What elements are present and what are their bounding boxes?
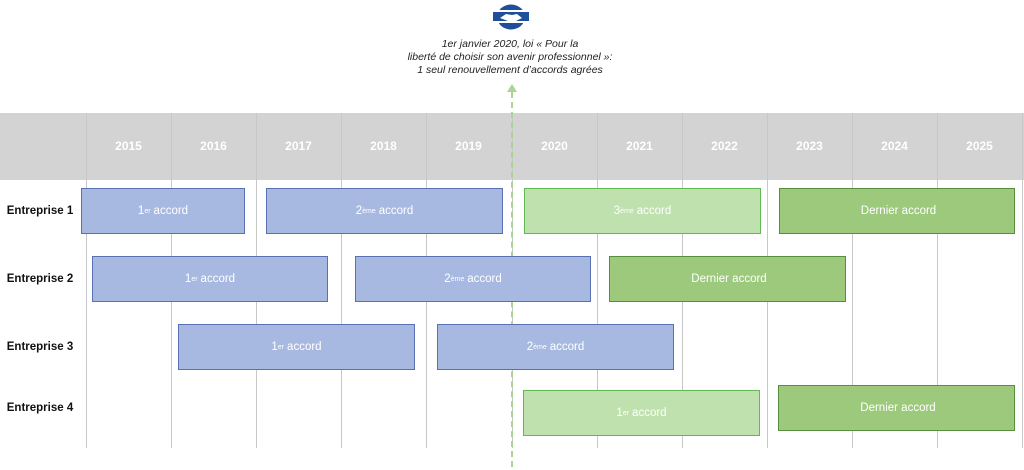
company-label: Entreprise 3: [6, 341, 74, 353]
year-label: 2021: [626, 139, 653, 153]
bar-number: 1: [271, 341, 278, 353]
bar-number: 1: [616, 407, 623, 419]
grid-line: [852, 113, 853, 448]
bar-text: accord: [632, 407, 667, 419]
year-label: 2017: [285, 139, 312, 153]
agreement-bar: Dernier accord: [609, 256, 846, 302]
bar-number: 2: [526, 341, 534, 353]
bar-text: accord: [153, 205, 189, 217]
year-label: 2024: [881, 139, 908, 153]
bar-text: accord: [287, 341, 322, 353]
year-label: 2025: [966, 139, 993, 153]
bar-number: 1: [137, 205, 145, 217]
bar-ordinal: er: [622, 409, 630, 417]
annotation-line: liberté de choisir son avenir profession…: [407, 51, 613, 63]
bar-text: Dernier accord: [860, 205, 937, 217]
bar-text: Dernier accord: [691, 273, 767, 285]
grid-line: [1022, 113, 1023, 448]
year-label: 2023: [796, 139, 823, 153]
bar-ordinal: ème: [450, 275, 465, 283]
law-annotation: 1er janvier 2020, loi « Pour la liberté …: [380, 38, 640, 77]
bar-text: accord: [467, 273, 502, 285]
company-label: Entreprise 1: [6, 205, 74, 217]
grid-line: [341, 113, 342, 448]
year-label: 2015: [115, 139, 142, 153]
bar-text: Dernier accord: [860, 402, 936, 414]
annotation-line: 1er janvier 2020, loi « Pour la: [441, 38, 579, 50]
bar-text: accord: [549, 341, 585, 353]
agreement-bar: Dernier accord: [779, 188, 1015, 234]
grid-line: [597, 113, 598, 448]
bar-number: 2: [355, 205, 363, 217]
bar-ordinal: er: [191, 275, 198, 283]
year-label: 2016: [200, 139, 227, 153]
bar-number: 3: [613, 205, 621, 217]
year-label: 2019: [455, 139, 482, 153]
bar-number: 2: [444, 273, 451, 285]
company-label: Entreprise 2: [6, 273, 74, 285]
bar-ordinal: er: [144, 207, 151, 215]
year-label: 2022: [711, 139, 738, 153]
bar-text: accord: [636, 205, 672, 217]
year-label: 2020: [541, 139, 568, 153]
arrow-up-icon: [507, 84, 517, 92]
grid-line: [937, 113, 938, 448]
annotation-line: 1 seul renouvellement d’accords agrées: [417, 64, 603, 76]
grid-line: [86, 113, 87, 448]
handshake-logo-icon: [491, 4, 531, 30]
bar-ordinal: ème: [620, 207, 634, 215]
bar-ordinal: ème: [362, 207, 376, 215]
company-label: Entreprise 4: [6, 402, 74, 414]
bar-ordinal: ème: [533, 343, 547, 351]
bar-text: accord: [200, 273, 236, 285]
year-label: 2018: [370, 139, 397, 153]
agreement-bar: Dernier accord: [778, 385, 1015, 431]
bar-ordinal: er: [277, 343, 285, 351]
bar-text: accord: [378, 205, 414, 217]
bar-number: 1: [184, 273, 192, 285]
